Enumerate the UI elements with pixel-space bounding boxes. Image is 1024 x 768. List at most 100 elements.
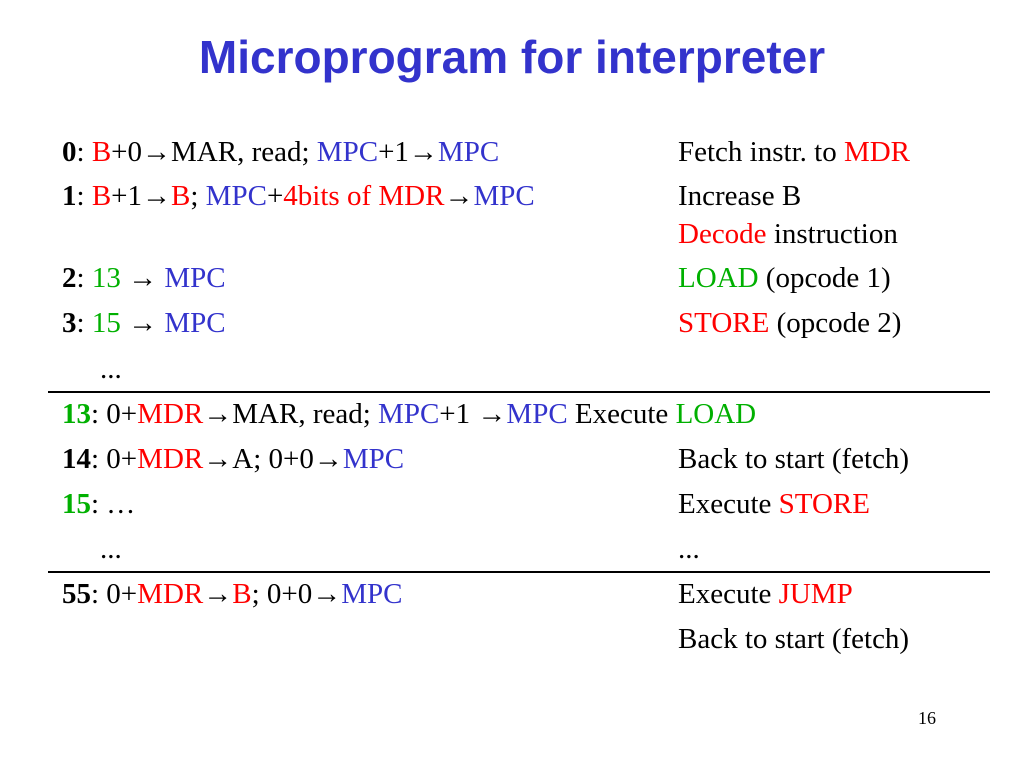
right-segment: Increase B: [678, 180, 802, 212]
left-segment: →: [142, 180, 172, 212]
left-segment: B: [232, 578, 252, 610]
left-segment: :: [76, 262, 92, 294]
right-segment: ...: [678, 533, 700, 565]
slide-title: Microprogram for interpreter: [198, 31, 826, 83]
left-segment: LOAD: [675, 398, 757, 430]
left-segment: MDR: [137, 398, 204, 430]
left-segment: 14: [62, 443, 91, 475]
left-segment: B: [91, 136, 112, 168]
microinstruction: 14: 0+MDR→A; 0+0→MPC: [62, 437, 404, 481]
left-segment: ; 0+0: [251, 578, 313, 610]
left-segment: 13: [91, 262, 121, 294]
left-segment: 1: [62, 180, 77, 212]
listing-row: 15: … Execute STORE: [0, 482, 1024, 526]
left-segment: 15: [91, 307, 121, 339]
left-segment: 4bits of MDR: [283, 180, 445, 212]
left-segment: 15: [62, 488, 91, 520]
left-segment: MPC: [164, 262, 226, 294]
microinstruction: 1: B+1→B; MPC+4bits of MDR→MPC: [62, 174, 535, 218]
left-segment: MPC: [205, 180, 267, 212]
right-segment: instruction: [766, 218, 898, 250]
cont-segment: ...: [100, 533, 122, 565]
left-segment: →: [444, 180, 474, 212]
right-segment: Back to start (fetch): [678, 443, 910, 475]
comment: LOAD (opcode 1): [678, 256, 891, 300]
left-segment: →: [120, 307, 165, 339]
right-segment: LOAD: [678, 262, 759, 294]
left-segment: 2: [62, 262, 77, 294]
left-segment: →: [203, 398, 233, 430]
cont-segment: ...: [100, 353, 122, 385]
left-segment: +1: [378, 136, 409, 168]
left-segment: :: [76, 307, 92, 339]
ellipsis: ...: [100, 347, 122, 391]
left-segment: :: [76, 136, 92, 168]
left-segment: : 0+: [91, 443, 138, 475]
microinstruction: 13: 0+MDR→MAR, read; MPC+1 →MPC Execute …: [62, 392, 756, 436]
left-segment: MAR, read;: [171, 136, 317, 168]
left-segment: 3: [62, 307, 77, 339]
left-segment: MAR, read;: [232, 398, 379, 430]
left-segment: +: [266, 180, 284, 212]
left-segment: →: [477, 398, 507, 430]
right-segment: STORE: [778, 488, 870, 520]
left-segment: :: [76, 180, 92, 212]
left-segment: →: [120, 262, 165, 294]
divider-rule-2: [48, 571, 990, 573]
microinstruction: 55: 0+MDR→B; 0+0→MPC: [62, 572, 403, 616]
left-segment: ;: [190, 180, 206, 212]
left-segment: 55: [62, 578, 91, 610]
comment: Back to start (fetch): [678, 437, 909, 481]
left-segment: B: [91, 180, 112, 212]
left-segment: 0: [62, 136, 77, 168]
right-segment: Execute: [678, 488, 779, 520]
listing-row: 13: 0+MDR→MAR, read; MPC+1 →MPC Execute …: [0, 392, 1024, 436]
right-segment: Decode: [678, 218, 767, 250]
comment: Fetch instr. to MDR: [678, 130, 910, 174]
left-segment: →: [203, 443, 233, 475]
left-segment: MPC: [378, 398, 440, 430]
left-segment: : 0+: [91, 578, 138, 610]
left-segment: →: [408, 136, 438, 168]
comment: STORE (opcode 2): [678, 301, 901, 345]
listing-row: ......: [0, 527, 1024, 571]
left-segment: A; 0+0: [232, 443, 314, 475]
microinstruction: 3: 15 → MPC: [62, 301, 226, 345]
listing-row: Back to start (fetch): [0, 617, 1024, 661]
comment: ...: [678, 527, 700, 571]
comment: Increase B: [678, 174, 801, 218]
comment: Back to start (fetch): [678, 617, 909, 661]
left-segment: MPC: [342, 443, 405, 475]
left-segment: : 0+: [91, 398, 138, 430]
left-segment: B: [171, 180, 191, 212]
right-segment: JUMP: [778, 578, 853, 610]
listing-row: ...: [0, 347, 1024, 391]
left-segment: MPC: [506, 398, 568, 430]
listing-row: 3: 15 → MPC STORE (opcode 2): [0, 301, 1024, 345]
right-segment: Fetch instr. to: [678, 136, 844, 168]
left-segment: : …: [91, 488, 136, 520]
left-segment: MPC: [164, 307, 226, 339]
microinstruction: 15: …: [62, 482, 135, 526]
right-segment: STORE: [678, 307, 770, 339]
left-segment: +1: [439, 398, 478, 430]
comment: Execute JUMP: [678, 572, 853, 616]
page-number: 16: [918, 708, 936, 728]
ellipsis: ...: [100, 527, 122, 571]
comment: Decode instruction: [678, 212, 898, 256]
comment: Execute STORE: [678, 482, 870, 526]
right-segment: MDR: [843, 136, 911, 168]
right-segment: Back to start (fetch): [678, 623, 910, 655]
left-segment: →: [312, 578, 342, 610]
right-segment: Execute: [678, 578, 779, 610]
listing-row: Decode instruction: [0, 212, 1024, 256]
left-segment: →: [142, 136, 172, 168]
left-segment: MPC: [437, 136, 500, 168]
left-segment: Execute: [567, 398, 676, 430]
left-segment: +1: [111, 180, 143, 212]
